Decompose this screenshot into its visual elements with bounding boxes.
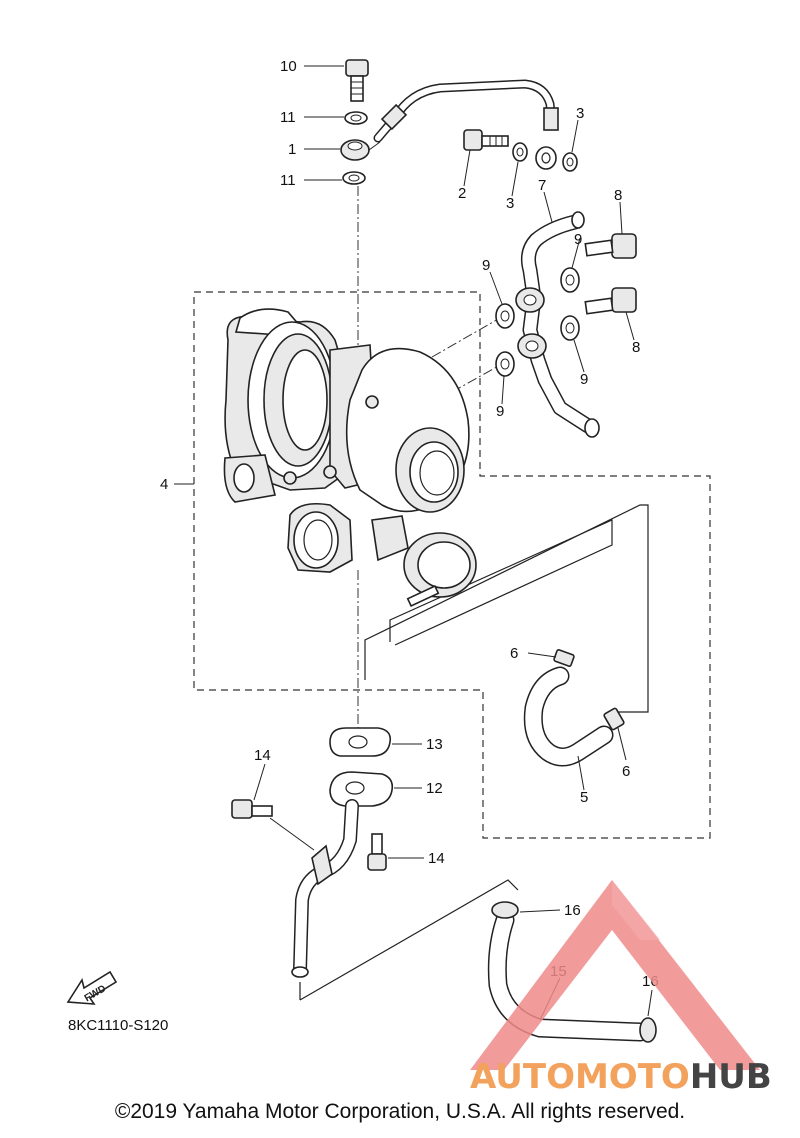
hose-clamp-6-bottom <box>603 707 625 731</box>
washer-9-d-hole <box>565 322 575 334</box>
oil-feed-pipe-inner <box>375 80 555 141</box>
callout-6-top: 6 <box>510 645 518 662</box>
washer-11-top <box>344 111 368 125</box>
callout-14-left: 14 <box>254 747 271 764</box>
pipe-sleeve <box>380 103 408 131</box>
banjo-fitting-right <box>535 146 557 170</box>
callout-1: 1 <box>288 141 296 158</box>
callout-12: 12 <box>426 780 443 797</box>
bolt-10 <box>345 59 369 102</box>
oil-return-hose-5-inner <box>525 668 612 765</box>
washer-9-a <box>495 303 515 329</box>
callout-8-upper: 8 <box>614 187 622 204</box>
callout-11-bottom: 11 <box>280 172 296 189</box>
hose-clamp-16-bottom <box>639 1017 657 1043</box>
washer-9-a-hole <box>500 310 510 322</box>
callout-9-c: 9 <box>574 231 582 248</box>
gasket-13 <box>329 727 392 757</box>
washer-9-b <box>495 351 515 377</box>
banjo-fitting-1 <box>340 139 381 161</box>
hose-clamp-16-top <box>491 901 519 919</box>
hose-clamp-6-top <box>553 649 575 667</box>
callout-4: 4 <box>160 476 168 493</box>
bolt-8-lower <box>584 287 637 315</box>
callout-3-right: 3 <box>576 105 584 122</box>
lower-pipe-frame <box>299 879 519 1001</box>
align-line-washer9a <box>431 317 501 358</box>
logo-text-hub: HUB <box>690 1057 772 1097</box>
drain-pipe-end <box>291 966 309 978</box>
washer-3-left-hole <box>516 147 524 157</box>
coolant-pipe-7-inner <box>522 216 594 432</box>
banjo-pipe7-upper-hole <box>523 294 537 306</box>
washer-11-top-hole <box>350 114 362 122</box>
align-line-washer9b <box>451 363 503 393</box>
inner-frame <box>389 519 613 646</box>
washer-3-right-hole <box>566 157 574 167</box>
callout-9-a: 9 <box>482 257 490 274</box>
callout-16-top: 16 <box>564 902 581 919</box>
bolt-14-right <box>367 833 387 871</box>
bolt-2 <box>463 129 509 151</box>
banjo-pipe7-lower-hole <box>525 340 539 352</box>
washer-9-d <box>560 315 580 341</box>
callout-6-bottom: 6 <box>622 763 630 780</box>
logo-text-automoto: AUTOMOTO <box>470 1057 690 1097</box>
washer-9-c <box>560 267 580 293</box>
fwd-arrow-icon: FWD <box>66 970 118 1005</box>
oil-return-frame <box>364 504 649 713</box>
pipe-7-end-bottom <box>584 418 600 438</box>
bolt-8-upper <box>584 233 637 259</box>
washer-9-c-hole <box>565 274 575 286</box>
callout-14-right: 14 <box>428 850 445 867</box>
turbocharger-assembly <box>223 308 477 608</box>
drain-pipe-bracket <box>311 844 333 886</box>
washer-9-b-hole <box>500 358 510 370</box>
gasket-12 <box>329 771 394 807</box>
callout-11-top: 11 <box>280 109 296 126</box>
callout-9-d: 9 <box>580 371 588 388</box>
callout-13: 13 <box>426 736 443 753</box>
callout-3-left: 3 <box>506 195 514 212</box>
washer-3-left <box>512 142 528 162</box>
washer-3-right <box>562 152 578 172</box>
callout-7: 7 <box>538 177 546 194</box>
pipe-sleeve-right <box>543 107 559 131</box>
diagram-code: 8KC1110-S120 <box>68 1017 168 1034</box>
washer-11-bottom <box>342 171 366 185</box>
assembly-boundary-dashed <box>193 291 711 839</box>
pipe-7-end-top <box>571 211 585 229</box>
callout-2: 2 <box>458 185 466 202</box>
callout-8-lower: 8 <box>632 339 640 356</box>
leader-lines <box>174 65 653 1021</box>
svg-text:AUTOMOTOHUB: AUTOMOTOHUB <box>470 1057 772 1097</box>
automotohub-logo: AUTOMOTOHUB <box>470 880 772 1097</box>
callout-5: 5 <box>580 789 588 806</box>
washer-11-bottom-hole <box>348 174 360 182</box>
callout-10: 10 <box>280 58 297 75</box>
bolt-14-left <box>231 799 273 819</box>
banjo-fitting-right-hole <box>541 152 551 164</box>
copyright-notice: ©2019 Yamaha Motor Corporation, U.S.A. A… <box>114 1100 686 1123</box>
callout-9-b: 9 <box>496 403 504 420</box>
